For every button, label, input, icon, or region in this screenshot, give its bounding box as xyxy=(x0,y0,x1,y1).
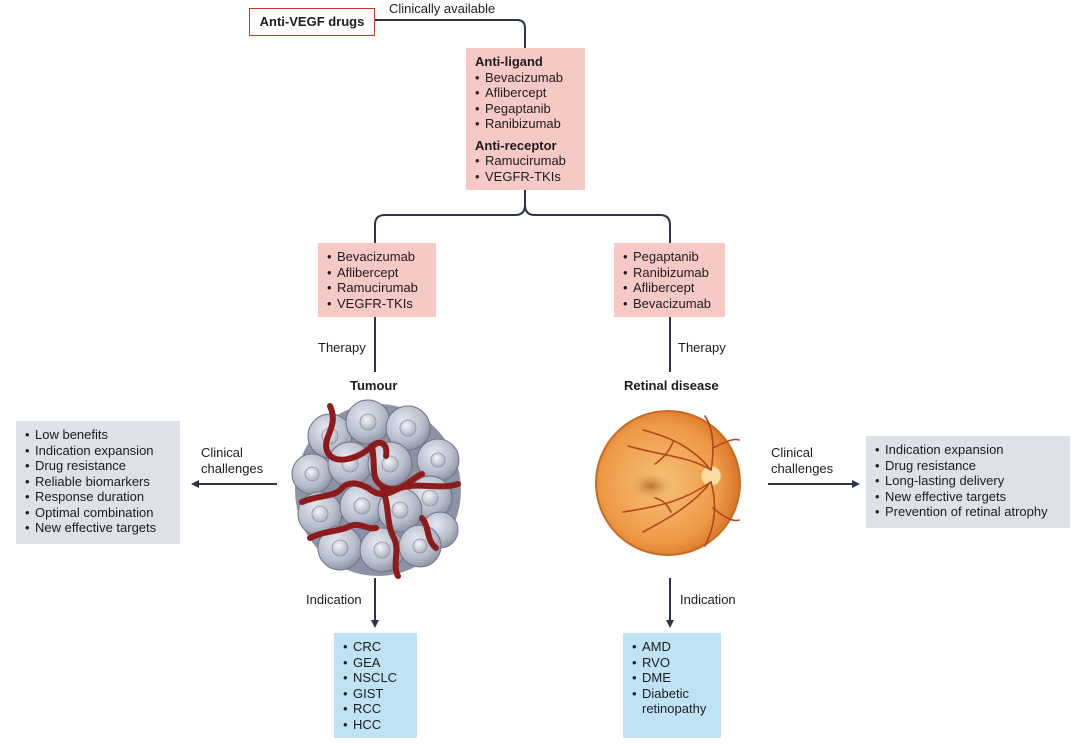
anti-ligand-heading: Anti-ligand xyxy=(475,54,543,69)
list-item: GIST xyxy=(343,686,409,702)
list-item: Aflibercept xyxy=(327,265,428,281)
list-item: Aflibercept xyxy=(623,280,717,296)
list-item: Ramucirumab xyxy=(327,280,428,296)
list-item: Indication expansion xyxy=(875,442,1062,458)
list-item: Response duration xyxy=(25,489,172,505)
list-item: Low benefits xyxy=(25,427,172,443)
list-item: Pegaptanib xyxy=(623,249,717,265)
retinal-indication-label: Indication xyxy=(680,592,736,607)
tumour-indications-box: CRC GEA NSCLC GIST RCC HCC xyxy=(334,633,417,738)
list-item: Indication expansion xyxy=(25,443,172,459)
classes-connector xyxy=(374,190,526,243)
retina-illustration xyxy=(595,410,741,556)
list-item: HCC xyxy=(343,717,409,733)
list-item: VEGFR-TKIs xyxy=(475,169,577,185)
root-note: Clinically available xyxy=(389,1,496,16)
list-item: Long-lasting delivery xyxy=(875,473,1062,489)
tumour-challenges-label: Clinical challenges xyxy=(201,445,263,477)
list-item: Reliable biomarkers xyxy=(25,474,172,490)
list-item: Bevacizumab xyxy=(623,296,717,312)
list-item: Aflibercept xyxy=(475,85,577,101)
list-item: New effective targets xyxy=(25,520,172,536)
list-item-continuation: retinopathy xyxy=(642,701,707,716)
blood-vessels xyxy=(299,403,461,579)
drug-classes-box: Anti-ligand Bevacizumab Aflibercept Pega… xyxy=(466,48,585,190)
anti-receptor-heading: Anti-receptor xyxy=(475,137,557,153)
list-item: Ranibizumab xyxy=(475,116,577,132)
root-label: Anti-VEGF drugs xyxy=(259,14,365,29)
list-item: NSCLC xyxy=(343,670,409,686)
list-item: Prevention of retinal atrophy xyxy=(875,504,1062,520)
anti-ligand-list: Bevacizumab Aflibercept Pegaptanib Ranib… xyxy=(475,70,577,132)
retinal-challenges-box: Indication expansion Drug resistance Lon… xyxy=(866,436,1070,528)
anti-receptor-list: Ramucirumab VEGFR-TKIs xyxy=(475,153,577,184)
macula xyxy=(629,472,673,500)
list-item: RVO xyxy=(632,655,713,671)
root-connector xyxy=(375,19,526,48)
retinal-vessels xyxy=(622,415,740,547)
root-box: Anti-VEGF drugs xyxy=(249,8,375,36)
list-item: New effective targets xyxy=(875,489,1062,505)
list-item: DME xyxy=(632,670,713,686)
list-item: VEGFR-TKIs xyxy=(327,296,428,312)
list-item: GEA xyxy=(343,655,409,671)
retinal-drugs-box: Pegaptanib Ranibizumab Aflibercept Bevac… xyxy=(614,243,725,317)
tumour-challenges-box: Low benefits Indication expansion Drug r… xyxy=(16,421,180,544)
retinal-challenges-label: Clinical challenges xyxy=(771,445,833,477)
list-item: Diabetic xyxy=(632,686,713,702)
list-item: Ramucirumab xyxy=(475,153,577,169)
tumour-indication-label: Indication xyxy=(306,592,362,607)
list-item: Bevacizumab xyxy=(475,70,577,86)
list-item: CRC xyxy=(343,639,409,655)
tumour-drugs-box: Bevacizumab Aflibercept Ramucirumab VEGF… xyxy=(318,243,436,317)
list-item: Bevacizumab xyxy=(327,249,428,265)
list-item: RCC xyxy=(343,701,409,717)
classes-connector-right xyxy=(524,204,671,243)
list-item: Ranibizumab xyxy=(623,265,717,281)
label-line: Clinical xyxy=(201,445,243,460)
tumour-therapy-label: Therapy xyxy=(318,340,366,355)
retinal-therapy-label: Therapy xyxy=(678,340,726,355)
list-item: Optimal combination xyxy=(25,505,172,521)
retinal-title: Retinal disease xyxy=(624,378,719,393)
list-item: Drug resistance xyxy=(25,458,172,474)
list-item: AMD xyxy=(632,639,713,655)
retinal-indications-box: AMD RVO DME Diabetic retinopathy xyxy=(623,633,721,738)
tumour-illustration xyxy=(291,399,461,579)
label-line: Clinical xyxy=(771,445,813,460)
list-item: Drug resistance xyxy=(875,458,1062,474)
label-line: challenges xyxy=(771,461,834,476)
list-item: Pegaptanib xyxy=(475,101,577,117)
tumour-title: Tumour xyxy=(350,378,398,393)
label-line: challenges xyxy=(201,461,264,476)
